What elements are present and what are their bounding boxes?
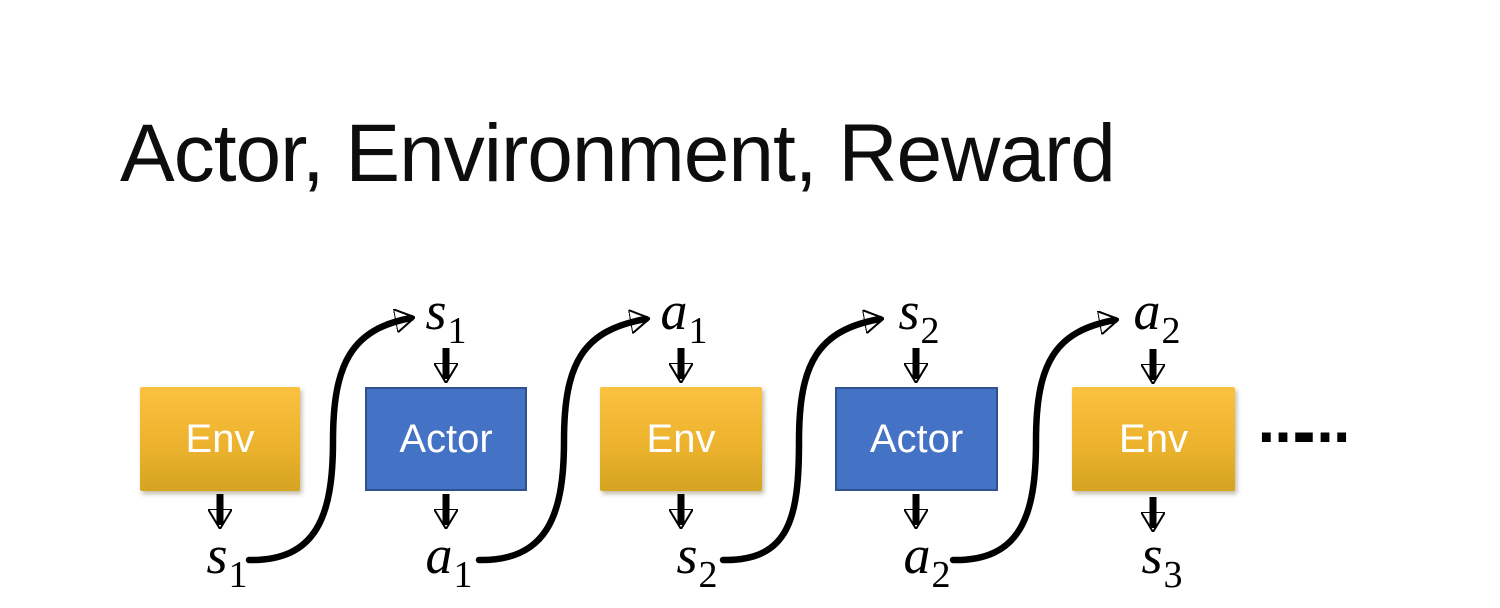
math-sub: 1 [688,310,708,352]
math-sub: 1 [453,554,473,596]
env-box-2-label: Env [646,417,716,461]
math-var: s [898,281,920,341]
math-var: s [1141,525,1163,585]
label-a1-bottom: a1 [426,528,473,594]
actor-box-2-label: Actor [869,417,964,461]
env-box-1-label: Env [185,417,255,461]
actor-box-1-label: Actor [399,417,493,461]
page-title: Actor, Environment, Reward [120,108,1116,199]
math-sub: 1 [228,554,248,596]
actor-box-2: Actor [835,387,998,491]
label-s1-bottom: s1 [206,528,247,594]
math-sub: 2 [931,554,951,596]
math-sub: 2 [698,554,718,596]
math-var: a [903,525,931,585]
math-var: a [1133,281,1161,341]
math-sub: 2 [920,310,940,352]
label-a2-top: a2 [1134,284,1181,350]
math-var: a [425,525,453,585]
env-box-1: Env [140,387,300,491]
label-s2-bottom: s2 [676,528,717,594]
label-s3-bottom: s3 [1141,528,1182,594]
math-sub: 3 [1163,554,1183,596]
math-var: s [676,525,698,585]
label-s2-top: s2 [898,284,939,350]
math-sub: 2 [1161,310,1181,352]
math-var: s [206,525,228,585]
math-var: a [660,281,688,341]
math-var: s [425,281,447,341]
ellipsis-dots: …… [1258,396,1350,454]
label-a2-bottom: a2 [904,528,951,594]
env-box-3-label: Env [1119,417,1188,461]
math-sub: 1 [447,310,467,352]
label-a1-top: a1 [661,284,708,350]
actor-box-1: Actor [365,387,527,491]
env-box-3: Env [1072,387,1235,491]
env-box-2: Env [600,387,762,491]
label-s1-top: s1 [425,284,466,350]
